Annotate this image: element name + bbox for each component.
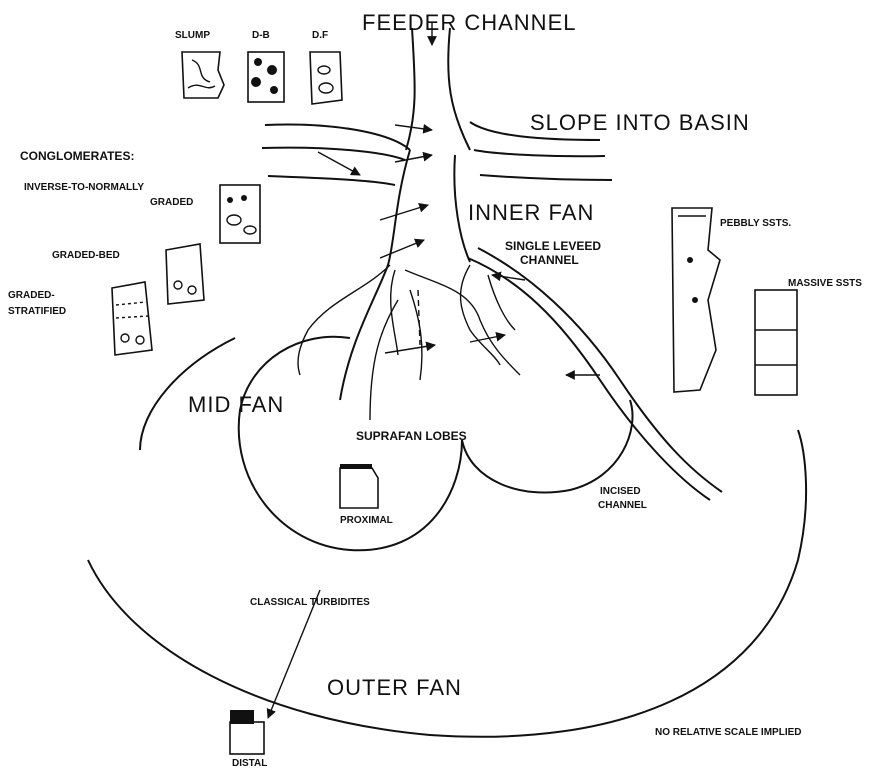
graded-stratified-label-2: STRATIFIED <box>8 306 66 317</box>
incised-label-2: CHANNEL <box>598 500 647 511</box>
debris-b-column <box>247 51 285 103</box>
conglomerates-label: CONGLOMERATES: <box>20 149 134 163</box>
graded-bed-column <box>165 243 205 305</box>
incised-label-1: INCISED <box>600 486 641 497</box>
distributary-channels <box>297 149 723 501</box>
slump-label: SLUMP <box>175 30 210 41</box>
suprafan-lobes-label: SUPRAFAN LOBES <box>356 429 467 443</box>
graded-stratified-label-1: GRADED- <box>8 290 55 301</box>
slope-lines <box>261 121 613 186</box>
flow-arrows <box>266 123 600 719</box>
proximal-column <box>339 464 379 509</box>
distal-column <box>229 710 265 755</box>
db-label: D-B <box>252 30 270 41</box>
massive-label: MASSIVE SSTS <box>788 278 862 289</box>
pebbly-label: PEBBLY SSTS. <box>720 218 791 229</box>
outer-fan-label: OUTER FAN <box>327 675 462 700</box>
graded-stratified-column <box>111 281 153 356</box>
inverse-normal-column <box>219 184 261 244</box>
debris-flow-column <box>309 51 343 105</box>
inner-fan-label: INNER FAN <box>468 200 594 225</box>
df-label: D.F <box>312 30 328 41</box>
inverse-normal-label-1: INVERSE-TO-NORMALLY <box>24 182 144 193</box>
proximal-label: PROXIMAL <box>340 515 393 526</box>
distal-label: DISTAL <box>232 758 267 769</box>
classical-turbidites-label: CLASSICAL TURBIDITES <box>250 597 370 608</box>
single-leveed-label-1: SINGLE LEVEED <box>505 239 601 253</box>
feeder-channel-label: FEEDER CHANNEL <box>362 10 576 35</box>
pebbly-column <box>671 207 721 393</box>
graded-bed-label: GRADED-BED <box>52 250 120 261</box>
mid-fan-label: MID FAN <box>188 392 284 417</box>
inverse-normal-label-2: GRADED <box>150 197 193 208</box>
scale-note: NO RELATIVE SCALE IMPLIED <box>655 727 802 738</box>
feeder-channel <box>405 22 471 151</box>
slope-label: SLOPE INTO BASIN <box>530 110 750 135</box>
fan-outlines <box>87 335 808 738</box>
single-leveed-label-2: CHANNEL <box>520 253 579 267</box>
massive-column <box>754 289 798 396</box>
slump-column <box>181 51 225 99</box>
